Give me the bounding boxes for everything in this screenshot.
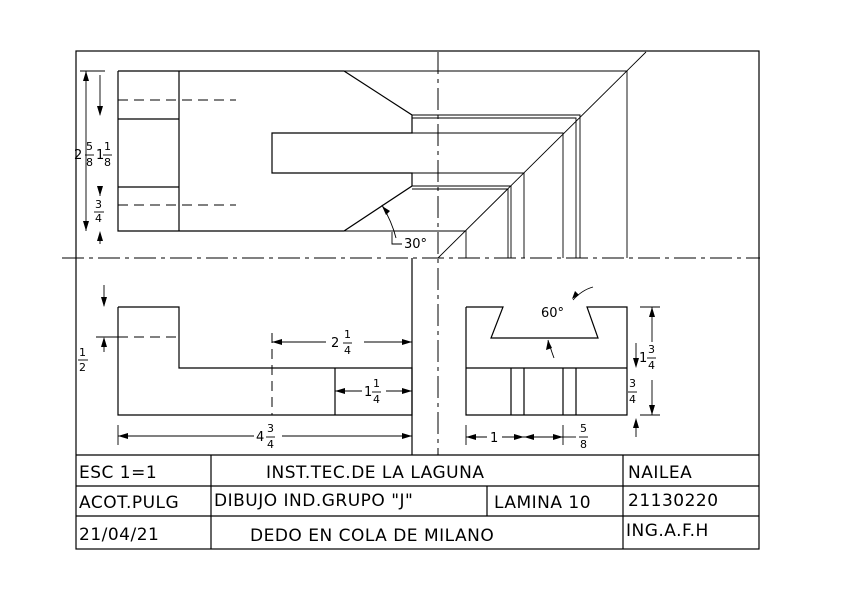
title-units: ACOT.PULG — [79, 493, 179, 513]
title-subject: DIBUJO IND.GRUPO "J" — [214, 491, 413, 511]
dim-side-height-den: 4 — [648, 359, 655, 372]
dim-top-small-den: 4 — [95, 212, 102, 225]
dim-top-total-num: 5 — [86, 140, 93, 153]
dim-front-small-den: 4 — [373, 393, 380, 406]
title-author: NAILEA — [628, 463, 692, 483]
title-sheet: LAMINA 10 — [494, 493, 591, 513]
dim-front-left-num: 1 — [79, 346, 86, 359]
dim-side-small-den: 8 — [580, 438, 587, 451]
dim-front-total-num: 3 — [267, 422, 274, 435]
side-view — [465, 306, 628, 416]
dim-front-inner-num: 1 — [344, 328, 351, 341]
title-date: 21/04/21 — [79, 525, 159, 545]
front-view — [117, 258, 413, 455]
dim-front-left-den: 2 — [79, 361, 86, 374]
dim-side-angle-60: 60° — [541, 306, 564, 321]
title-institution: INST.TEC.DE LA LAGUNA — [266, 463, 484, 483]
dim-side-height-num: 3 — [648, 343, 655, 356]
dim-front-total-den: 4 — [267, 438, 274, 451]
title-scale: ESC 1=1 — [79, 463, 157, 483]
dim-side-lower-num: 3 — [629, 377, 636, 390]
top-view-dimensions: 2 5 8 1 1 8 3 4 30° — [74, 70, 427, 252]
dim-side-small-num: 5 — [580, 422, 587, 435]
dim-angle-30: 30° — [404, 237, 427, 252]
dim-front-small-whole: 1 — [364, 385, 372, 400]
dim-top-total-den: 8 — [86, 156, 93, 169]
top-view — [117, 70, 413, 232]
dim-front-inner-whole: 2 — [331, 336, 339, 351]
dim-side-height-whole: 1 — [639, 351, 647, 366]
dim-top-inner-den: 8 — [104, 156, 111, 169]
dim-side-width: 1 — [490, 431, 498, 446]
dim-side-lower-den: 4 — [629, 393, 636, 406]
dim-top-total-whole: 2 — [74, 148, 82, 163]
dim-top-inner-whole: 1 — [96, 148, 104, 163]
sheet-border — [75, 50, 760, 550]
projection-lines — [344, 70, 628, 258]
miter-line-45deg — [437, 51, 647, 259]
front-view-dimensions: 1 2 2 1 4 1 1 4 4 3 4 — [78, 285, 413, 451]
title-block: ESC 1=1 INST.TEC.DE LA LAGUNA NAILEA ACO… — [76, 454, 759, 549]
dim-front-total-whole: 4 — [256, 430, 264, 445]
title-student-id: 21130220 — [628, 491, 719, 511]
title-instructor: ING.A.F.H — [626, 521, 709, 541]
dim-front-small-num: 1 — [373, 377, 380, 390]
dim-top-inner-num: 1 — [104, 140, 111, 153]
dim-front-inner-den: 4 — [344, 344, 351, 357]
title-piece-name: DEDO EN COLA DE MILANO — [250, 526, 494, 546]
dim-top-small-num: 3 — [95, 198, 102, 211]
side-view-dimensions: 60° 1 3 4 3 4 1 5 8 — [465, 286, 660, 451]
